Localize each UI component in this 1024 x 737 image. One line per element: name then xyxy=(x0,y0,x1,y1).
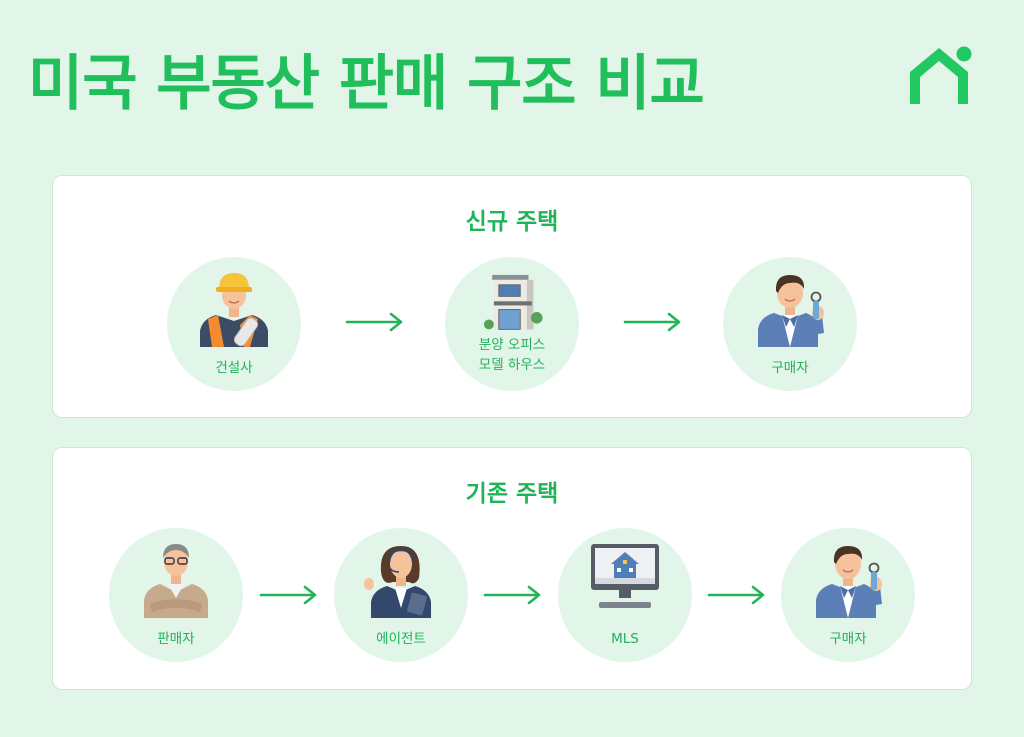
node-label: 구매자 xyxy=(771,360,809,376)
node-label: 구매자 xyxy=(829,631,867,647)
arrow-right-icon xyxy=(483,585,543,605)
house-logo-icon xyxy=(910,46,972,104)
arrow-right-icon xyxy=(259,585,319,605)
node-label-line1: 분양 오피스 xyxy=(478,337,546,353)
existing-homes-card: 기존 주택 판매자 에이전트 xyxy=(52,447,972,690)
seller-elderly-man-icon xyxy=(144,544,208,618)
node-buyer: 구매자 xyxy=(723,257,857,391)
node-sales-office: 분양 오피스 모델 하우스 xyxy=(445,257,579,391)
construction-worker-icon xyxy=(200,273,268,347)
node-buyer: 구매자 xyxy=(781,528,915,662)
arrow-right-icon xyxy=(707,585,767,605)
arrow-right-icon xyxy=(345,312,405,332)
arrow-right-icon xyxy=(623,312,683,332)
node-builder: 건설사 xyxy=(167,257,301,391)
section-title-new-homes: 신규 주택 xyxy=(465,209,559,235)
section-title-existing-homes: 기존 주택 xyxy=(465,481,559,507)
agent-with-headset-icon xyxy=(364,546,431,618)
node-agent: 에이전트 xyxy=(334,528,468,662)
node-label: 에이전트 xyxy=(376,631,426,647)
page-title: 미국 부동산 판매 구조 비교 xyxy=(28,49,705,119)
building-icon xyxy=(483,274,543,330)
computer-listing-icon xyxy=(591,544,659,608)
new-homes-card: 신규 주택 건설사 분양 오피스 모델 하우스 xyxy=(52,175,972,418)
node-seller: 판매자 xyxy=(109,528,243,662)
node-label-line2: 모델 하우스 xyxy=(478,357,546,373)
node-label: 판매자 xyxy=(157,631,195,647)
node-label: MLS xyxy=(611,631,639,647)
node-mls: MLS xyxy=(558,528,692,662)
buyer-with-keys-icon xyxy=(808,538,888,618)
node-label: 건설사 xyxy=(215,360,253,376)
buyer-with-keys-icon xyxy=(750,267,830,347)
